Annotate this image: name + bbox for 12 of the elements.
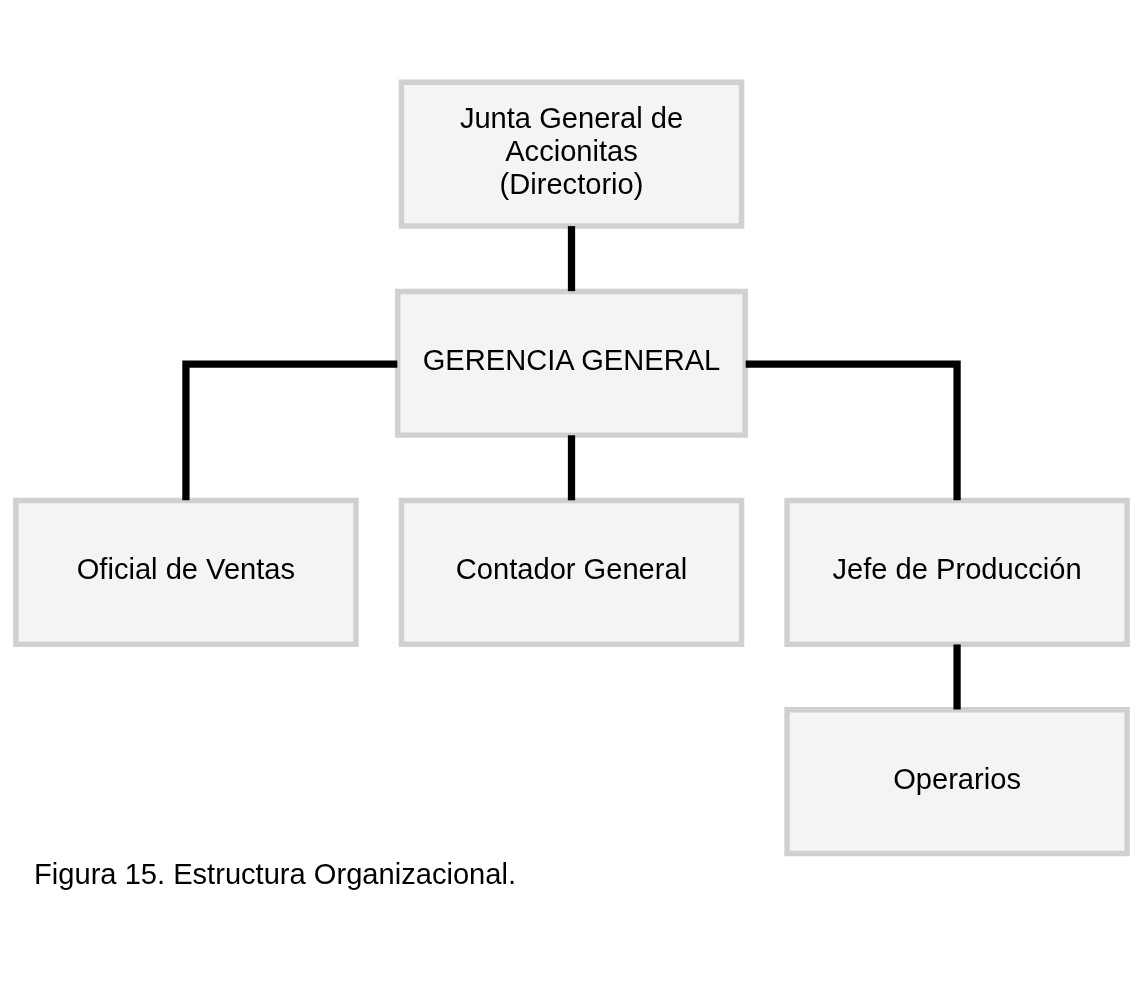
connector bbox=[953, 644, 961, 710]
caption: Figura 15. Estructura Organizacional. bbox=[34, 857, 516, 890]
node-box: Junta General de Accionitas (Directorio) bbox=[398, 79, 745, 229]
connector bbox=[745, 360, 961, 501]
node-box: GERENCIA GENERAL bbox=[395, 288, 748, 438]
connector bbox=[567, 435, 576, 501]
node-box: Operarios bbox=[784, 707, 1130, 857]
node-box: Jefe de Producción bbox=[784, 497, 1130, 647]
connector bbox=[182, 360, 398, 501]
node-box: Oficial de Ventas bbox=[13, 497, 359, 647]
connector bbox=[567, 226, 576, 292]
node-box: Contador General bbox=[398, 497, 745, 647]
